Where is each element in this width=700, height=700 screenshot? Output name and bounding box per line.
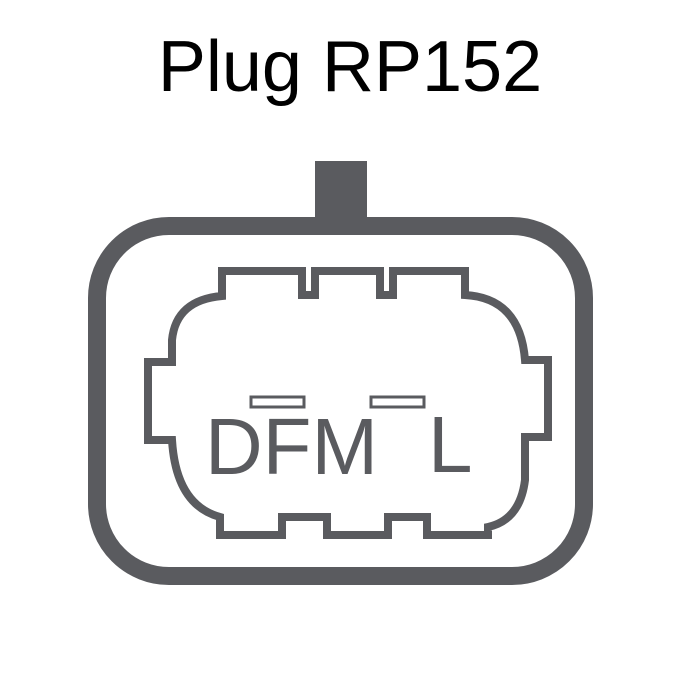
pin-label-dfm: DFM <box>205 402 378 491</box>
pin-label-l: L <box>428 400 473 489</box>
plug-key-tab <box>315 161 367 223</box>
pin-terminal-l <box>369 395 426 409</box>
plug-outer-housing <box>88 217 593 585</box>
pin-terminal-dfm <box>249 395 306 409</box>
plug-socket-outline <box>144 267 552 539</box>
diagram-title: Plug RP152 <box>157 27 543 107</box>
